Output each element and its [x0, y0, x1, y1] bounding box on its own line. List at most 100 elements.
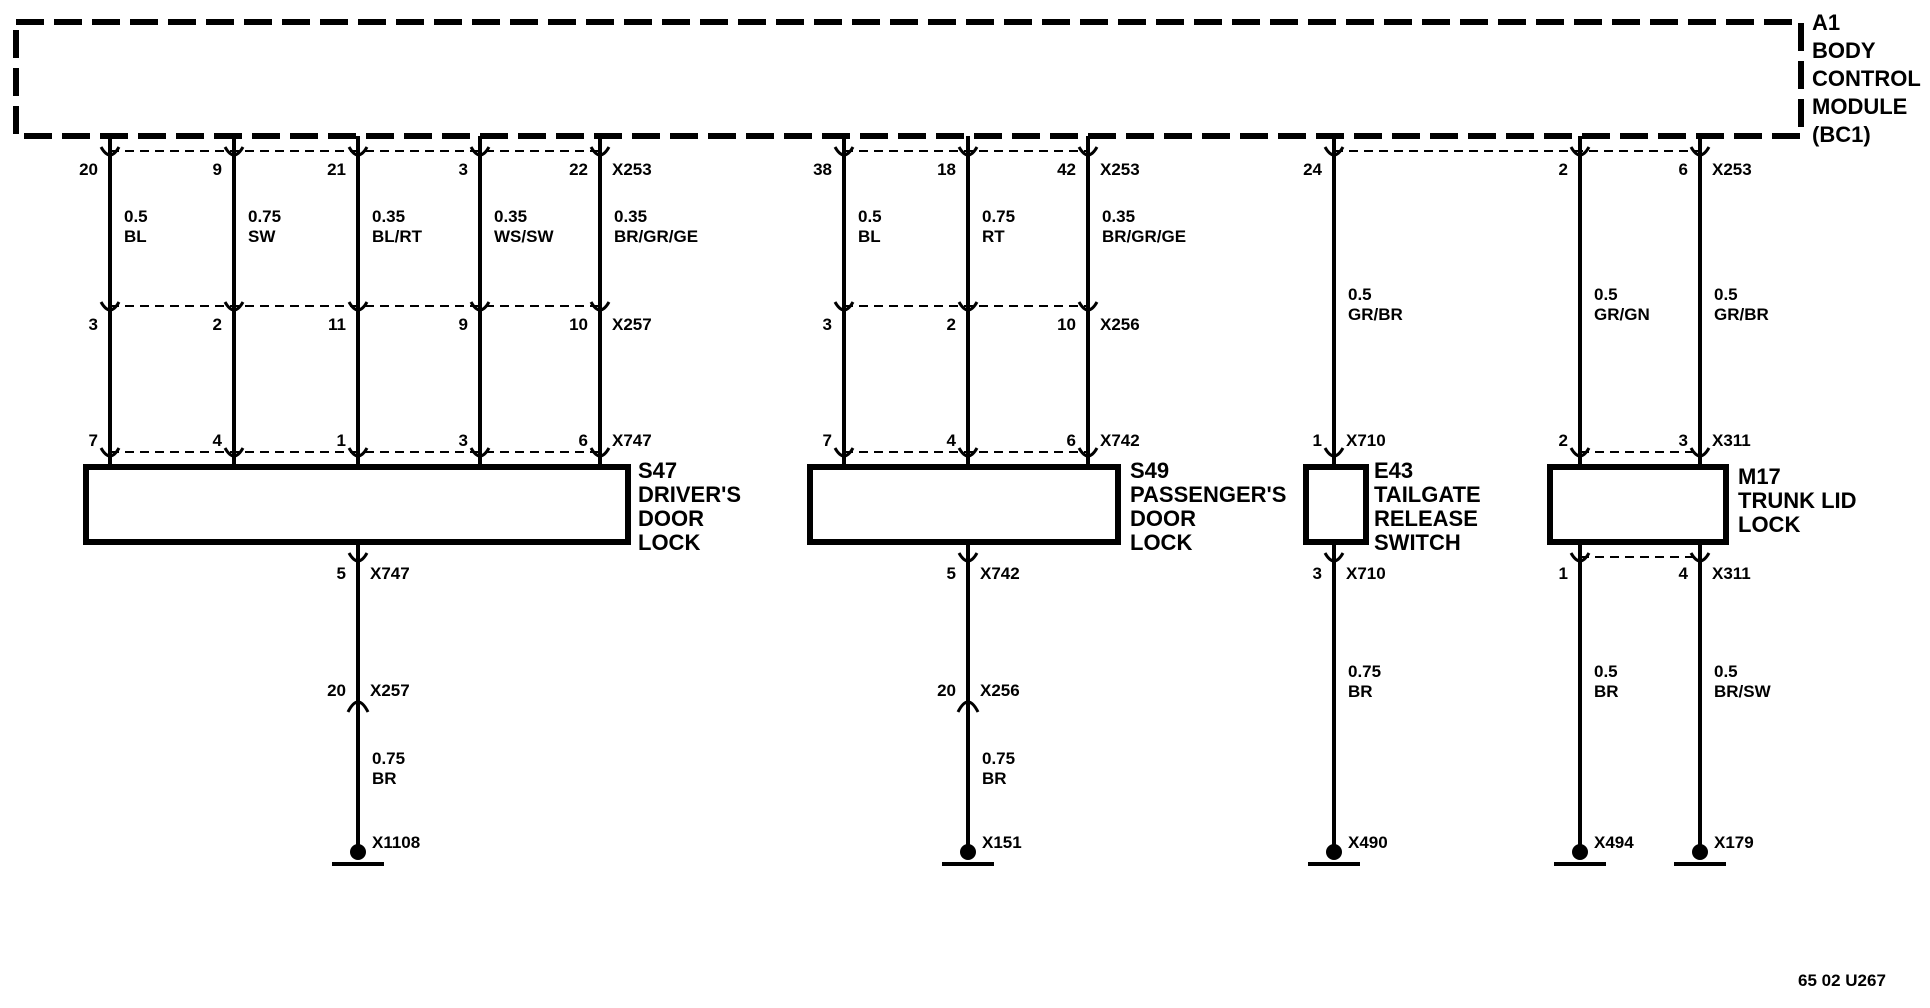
s49-label: S49 PASSENGER'S DOOR LOCK: [1130, 458, 1286, 555]
module-label-line: A1: [1812, 10, 1840, 35]
module-label-line: (BC1): [1812, 122, 1871, 147]
wire-gauge: 0.5: [1594, 285, 1618, 304]
connector-label: X747: [370, 564, 410, 583]
wire-gauge: 0.75: [982, 749, 1015, 768]
s47-label-line: S47: [638, 458, 677, 483]
wire-gauge: 0.35: [372, 207, 405, 226]
wire-color: BR: [982, 769, 1007, 788]
pin-number: 4: [1679, 564, 1689, 583]
pin-number: 7: [89, 431, 98, 450]
pin-number: 10: [1057, 315, 1076, 334]
m17-label-line: LOCK: [1738, 512, 1800, 537]
pin-number: 2: [1559, 431, 1568, 450]
pin-number: 1: [1559, 564, 1568, 583]
connector-label: X311: [1712, 564, 1751, 583]
pin-socket: [99, 146, 121, 157]
connector-label: X256: [980, 681, 1020, 700]
pin-socket: [833, 301, 855, 312]
pin-number: 20: [327, 681, 346, 700]
s49-label-line: DOOR: [1130, 506, 1196, 531]
connector-label: X256: [1100, 315, 1140, 334]
wire-m17: 2 0.5GR/GN 2: [1559, 136, 1650, 467]
pin-number: 42: [1057, 160, 1076, 179]
connector-label: X257: [612, 315, 652, 334]
pin-number: 4: [947, 431, 957, 450]
component-labels: S47 DRIVER'S DOOR LOCK S49 PASSENGER'S D…: [638, 458, 1857, 555]
wire-gauge: 0.75: [1348, 662, 1381, 681]
m17-trunk-lid-lock-box: [1547, 464, 1729, 545]
wire-gauge: 0.5: [124, 207, 148, 226]
pin-number: 20: [937, 681, 956, 700]
pin-socket: [1323, 146, 1345, 157]
pin-socket: [1689, 146, 1711, 157]
pin-socket: [1569, 447, 1591, 458]
wire-gauge: 0.35: [494, 207, 527, 226]
wire-gauge: 0.5: [1714, 285, 1738, 304]
pin-number: 3: [1679, 431, 1688, 450]
pin-number: 18: [937, 160, 956, 179]
pin-socket: [833, 447, 855, 458]
pin-socket: [223, 447, 245, 458]
pin-number: 6: [579, 431, 588, 450]
pin-number: 5: [947, 564, 956, 583]
pin-plug: [346, 700, 370, 713]
s47-label-line: LOCK: [638, 530, 700, 555]
pin-number: 6: [1067, 431, 1076, 450]
wire-color: GR/BR: [1348, 305, 1403, 324]
wire-gauge: 0.75: [982, 207, 1015, 226]
pin-number: 10: [569, 315, 588, 334]
pin-number: 38: [813, 160, 832, 179]
pin-socket: [957, 447, 979, 458]
pin-socket: [223, 301, 245, 312]
pin-socket: [1569, 146, 1591, 157]
pin-number: 11: [328, 315, 346, 334]
ground-label: X494: [1594, 833, 1634, 852]
s49-label-line: S49: [1130, 458, 1169, 483]
pin-socket: [833, 146, 855, 157]
pin-number: 3: [459, 431, 468, 450]
pin-socket: [957, 552, 979, 563]
wire-color: BL: [858, 227, 881, 246]
s47-driver-door-lock-box: [83, 464, 631, 545]
pin-socket: [223, 146, 245, 157]
pin-number: 3: [459, 160, 468, 179]
pin-socket: [1689, 552, 1711, 563]
module-label-line: CONTROL: [1812, 66, 1921, 91]
e43-label-line: SWITCH: [1374, 530, 1461, 555]
pin-socket: [957, 146, 979, 157]
connector-label: X253: [1712, 160, 1752, 179]
ground-label: X179: [1714, 833, 1754, 852]
pin-socket: [1077, 146, 1099, 157]
pin-socket: [957, 301, 979, 312]
pin-number: 2: [947, 315, 956, 334]
pin-number: 1: [1313, 431, 1322, 450]
connector-label: X747: [612, 431, 652, 450]
module-label: A1 BODY CONTROL MODULE (BC1): [1812, 10, 1921, 147]
pin-socket: [99, 301, 121, 312]
s49-label-line: LOCK: [1130, 530, 1192, 555]
pin-number: 22: [569, 160, 588, 179]
wire-color: BR: [372, 769, 397, 788]
ground-point: [1692, 844, 1708, 860]
pin-socket: [99, 447, 121, 458]
pin-number: 2: [213, 315, 222, 334]
wire-color: GR/GN: [1594, 305, 1650, 324]
s47-label: S47 DRIVER'S DOOR LOCK: [638, 458, 741, 555]
pin-number: 2: [1559, 160, 1568, 179]
ground-point: [350, 844, 366, 860]
connector-label: X710: [1346, 431, 1386, 450]
wire-gauge: 0.75: [372, 749, 405, 768]
e43-label-line: RELEASE: [1374, 506, 1478, 531]
pin-number: 4: [213, 431, 223, 450]
pin-socket: [1077, 301, 1099, 312]
pin-number: 3: [89, 315, 98, 334]
